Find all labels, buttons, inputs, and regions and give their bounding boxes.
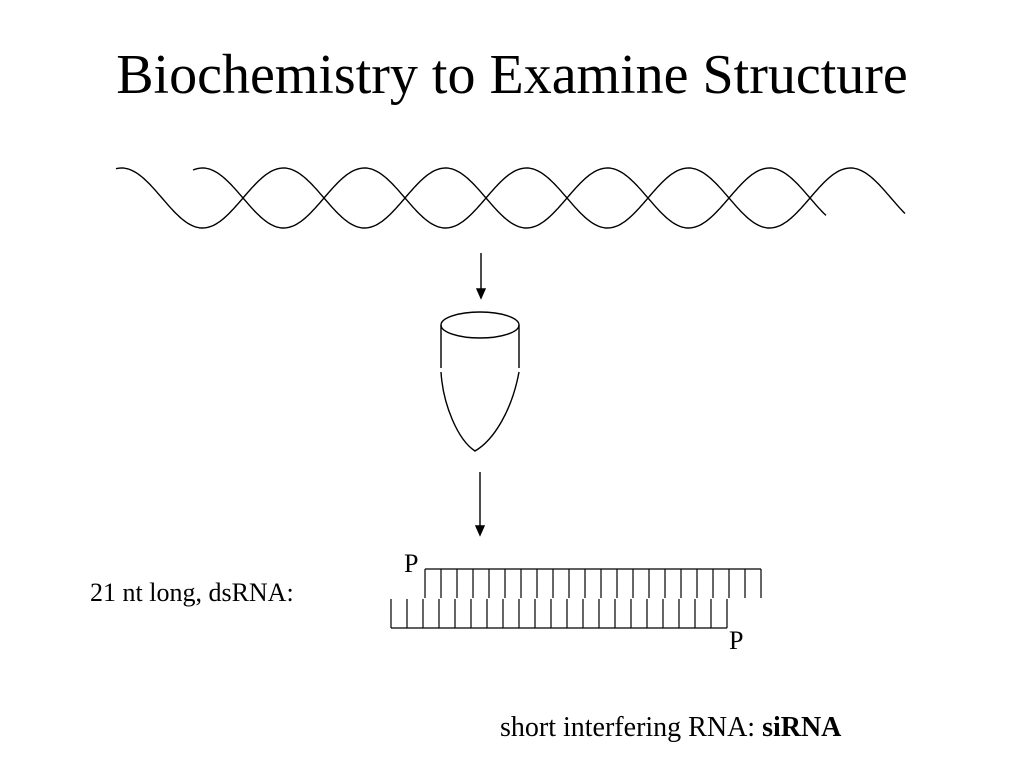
bottom-strand xyxy=(390,599,728,629)
arrow-down-icon xyxy=(475,253,487,300)
double-helix-icon xyxy=(115,167,906,229)
helix-strand-1 xyxy=(115,167,827,229)
top-strand xyxy=(424,568,762,598)
top-phosphate-label: P xyxy=(404,549,419,578)
bottom-phosphate-label: P xyxy=(729,626,744,655)
arrow-down-icon xyxy=(474,472,486,537)
footer-prefix: short interfering RNA: xyxy=(500,712,763,743)
slide-title: Biochemistry to Examine Structure xyxy=(116,44,908,106)
helix-strand-2 xyxy=(192,167,906,229)
test-tube-icon xyxy=(440,311,520,452)
sirna-term: siRNA xyxy=(762,712,842,743)
sirna-duplex-icon xyxy=(390,568,762,629)
footer-caption: short interfering RNA: siRNA xyxy=(500,710,841,746)
dsrna-label: 21 nt long, dsRNA: xyxy=(90,578,294,607)
